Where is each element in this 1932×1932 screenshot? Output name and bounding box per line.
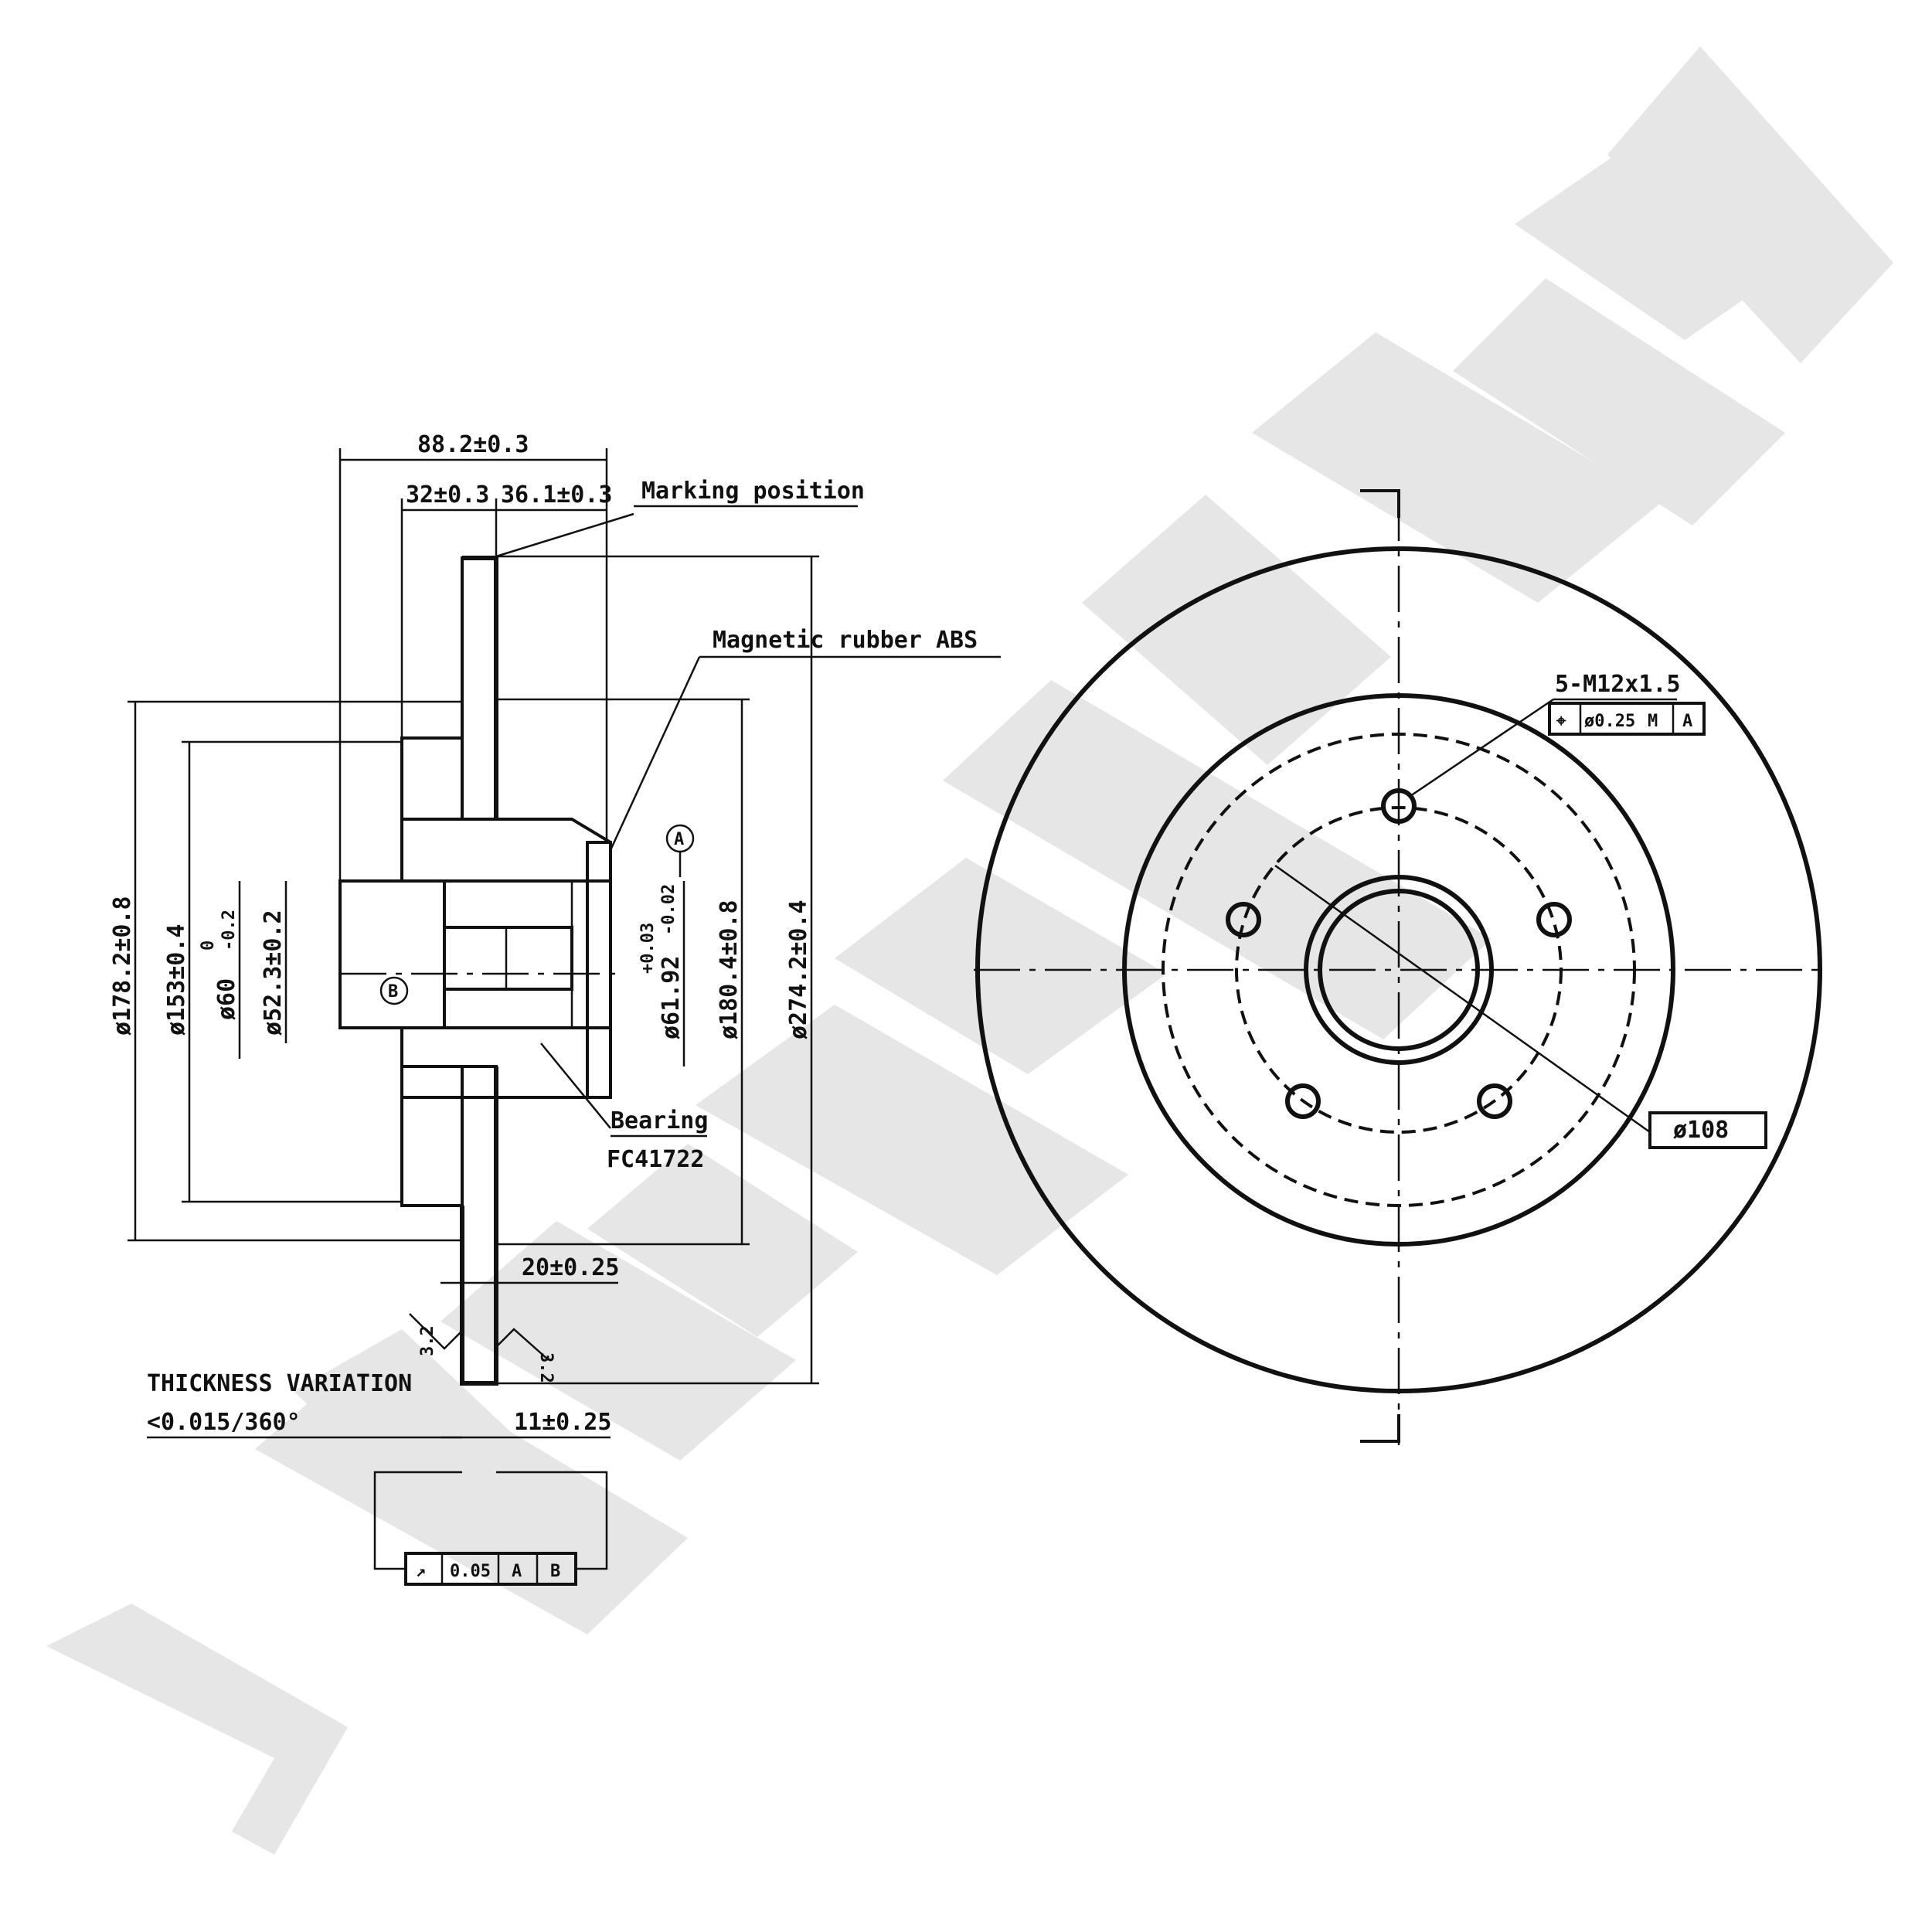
watermark-e3 [1252, 332, 1662, 603]
abs-leader [609, 656, 701, 851]
dim-flange-offset: 36.1±0.3 [501, 481, 613, 509]
side-section-view: 88.2±0.3 32±0.3 36.1±0.3 Marking positio… [109, 431, 1001, 1586]
bearing-race-top [443, 879, 573, 929]
runout-frame [404, 1552, 577, 1586]
zentek-watermark [46, 46, 1893, 1855]
dim-d61: ø61.92 [658, 956, 685, 1039]
position-value: ø0.25 [1584, 712, 1635, 731]
hub-upper [400, 818, 612, 883]
dim-hub-width: 32±0.3 [406, 481, 489, 509]
roughness-right: 3.2 [536, 1352, 556, 1383]
bearing-leader [540, 1043, 611, 1129]
dim-min-thickness: 11±0.25 [514, 1409, 611, 1436]
watermark-n1 [696, 1005, 1128, 1275]
hub-bore [338, 879, 446, 1029]
watermark-k2 [1515, 139, 1808, 340]
abs-label: Magnetic rubber ABS [713, 627, 978, 654]
bearing-race-bottom [443, 988, 573, 1029]
bolt-hole-3 [1477, 1083, 1512, 1119]
roughness-left: 3.2 [418, 1325, 437, 1356]
dim-d274: ø274.2±0.4 [785, 900, 812, 1039]
watermark-t2 [1082, 495, 1391, 765]
tol-leader-left [373, 1471, 462, 1570]
datum-b-label: B [388, 982, 398, 1002]
roughness-left-symbol [409, 1313, 464, 1350]
disc-ring-top [461, 556, 498, 821]
roughness-right-symbol [494, 1328, 549, 1361]
thickness-variation-label: THICKNESS VARIATION [147, 1370, 412, 1397]
runout-ref2: B [550, 1562, 560, 1581]
section-mark-bottom [1360, 1414, 1400, 1443]
bolt-hole-1 [1381, 788, 1417, 824]
watermark-chevron [46, 1604, 348, 1855]
datum-a-label: A [674, 830, 684, 849]
watermark-n2 [835, 858, 1167, 1074]
watermark-k1 [1607, 46, 1893, 363]
thickness-variation-value: <0.015/360° [147, 1409, 301, 1436]
dim-d60-tol-lower: -0.2 [219, 910, 239, 951]
bolt-hole-5 [1226, 902, 1261, 937]
dim-d61-tol-lower: -0.02 [659, 884, 679, 935]
dim-d60: ø60 [213, 978, 240, 1020]
dim-d61-tol-upper: +0.03 [638, 923, 658, 974]
dim-d153: ø153±0.4 [163, 924, 190, 1036]
pcd-frame [1648, 1111, 1767, 1149]
holes-leader [1410, 698, 1554, 798]
hub-lower [400, 1026, 612, 1099]
position-frame [1548, 702, 1706, 736]
holes-label: 5-M12x1.5 [1555, 671, 1681, 698]
pcd-label: ø108 [1673, 1117, 1729, 1144]
dim-d52: ø52.3±0.2 [260, 910, 287, 1036]
runout-ref1: A [512, 1562, 522, 1581]
bearing-inner [443, 926, 573, 991]
runout-symbol: ↗ [416, 1562, 426, 1581]
section-mark-top [1360, 489, 1400, 518]
marking-position-label: Marking position [641, 478, 865, 505]
position-modifier: M [1648, 712, 1658, 731]
dim-d180: ø180.4±0.8 [716, 900, 743, 1039]
bearing-label: Bearing [611, 1107, 708, 1134]
watermark-e4 [1453, 278, 1785, 526]
watermark-z2 [294, 1329, 541, 1526]
outline-bottom [460, 1066, 498, 1386]
watermark-e2 [587, 1144, 858, 1337]
pcd-leader [1274, 864, 1651, 1134]
watermark-e1 [440, 1221, 796, 1461]
marking-leader [495, 512, 634, 558]
dim-overall-width: 88.2±0.3 [417, 431, 529, 458]
watermark-t1 [943, 680, 1492, 1039]
outline-top [462, 556, 498, 819]
abs-ring [586, 841, 612, 1099]
bolt-hole-2 [1536, 902, 1572, 937]
position-ref: A [1682, 712, 1692, 731]
dim-d178: ø178.2±0.8 [109, 896, 136, 1036]
tol-leader-right [496, 1471, 608, 1570]
front-view: 5-M12x1.5 ⌖ ø0.25 M A ø108 [974, 489, 1824, 1445]
hat-top [400, 736, 464, 821]
dim-thickness: 20±0.25 [522, 1254, 619, 1281]
position-symbol: ⌖ [1556, 712, 1566, 731]
dim-d60-tol-upper: 0 [199, 940, 218, 951]
bearing-code-label: FC41722 [607, 1146, 704, 1173]
bolt-hole-4 [1285, 1083, 1321, 1119]
datum-b-circle [379, 976, 409, 1005]
hat-bottom [400, 1065, 464, 1207]
runout-value: 0.05 [450, 1562, 491, 1581]
